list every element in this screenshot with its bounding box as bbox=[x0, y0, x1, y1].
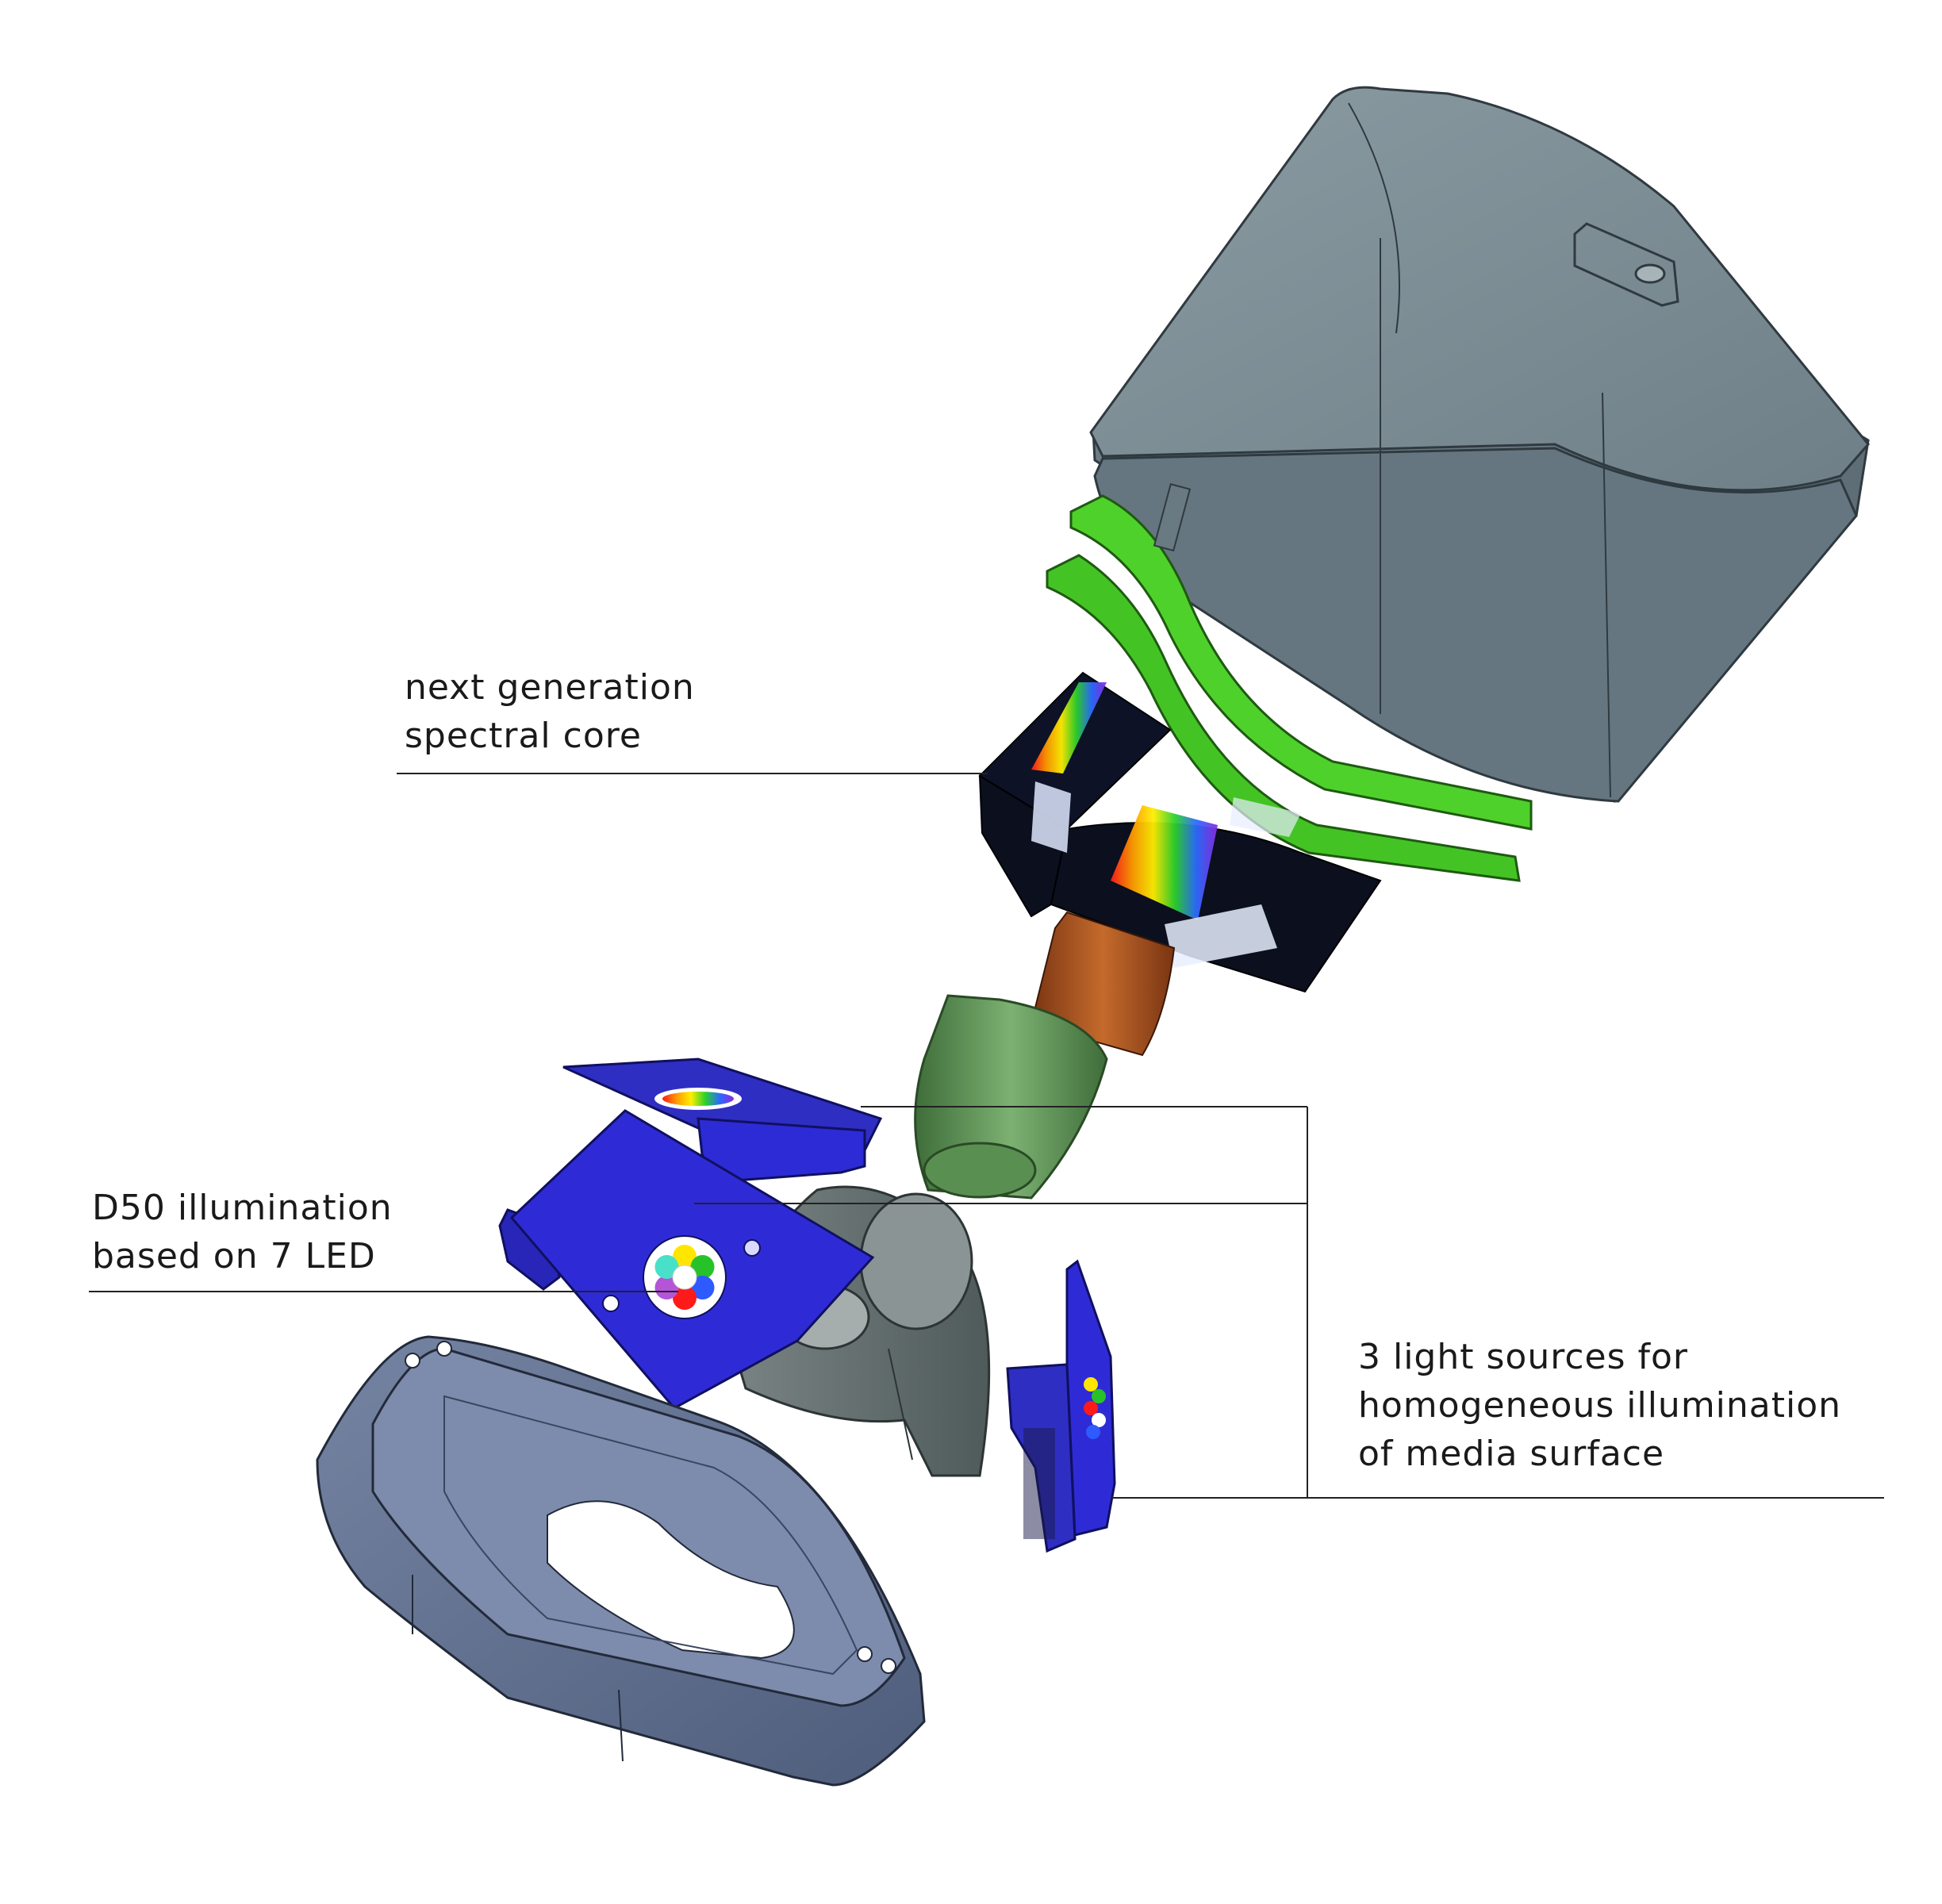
side-board-shadow bbox=[1023, 1428, 1055, 1539]
housing-edge-line bbox=[1348, 102, 1400, 334]
board-screw-hole bbox=[602, 1295, 620, 1312]
base-cutout bbox=[547, 1500, 795, 1660]
brand-logo bbox=[1573, 222, 1679, 307]
led-board-side bbox=[1006, 1259, 1116, 1553]
led-dot-center bbox=[672, 1265, 697, 1290]
prism-spectrum-upper bbox=[1031, 682, 1107, 774]
callout-light-sources-line1: 3 light sources for bbox=[1358, 1337, 1689, 1377]
base-edge bbox=[618, 1689, 624, 1762]
callout-d50-line1: D50 illumination bbox=[92, 1188, 393, 1228]
housing-top-face bbox=[1089, 86, 1870, 492]
led-dot bbox=[690, 1255, 715, 1279]
callout-d50-line2: based on 7 LED bbox=[92, 1236, 376, 1276]
main-housing bbox=[1089, 86, 1870, 803]
led-dot bbox=[673, 1245, 697, 1269]
prism-crystal bbox=[1165, 904, 1277, 968]
led-dot bbox=[690, 1276, 715, 1299]
leader-lines bbox=[89, 773, 1884, 1499]
housing-edge-line bbox=[1602, 392, 1611, 798]
spectral-core-prism bbox=[978, 671, 1382, 993]
base-screw-hole bbox=[436, 1341, 452, 1357]
led-dot bbox=[673, 1286, 697, 1310]
callout-spectral-core: next generation spectral core bbox=[405, 663, 695, 760]
green-board-upper bbox=[1069, 494, 1533, 831]
led-cluster-7 bbox=[654, 1245, 715, 1310]
lens-orange-barrel bbox=[1030, 911, 1176, 1057]
callout-spectral-core-line1: next generation bbox=[405, 667, 695, 708]
callout-spectral-core-line2: spectral core bbox=[405, 716, 642, 756]
base-screw-hole bbox=[405, 1353, 420, 1368]
led-cluster-side bbox=[1084, 1377, 1106, 1439]
board-screw-hole bbox=[743, 1239, 761, 1257]
prism-crystal bbox=[1230, 797, 1301, 837]
led-dot bbox=[654, 1255, 679, 1279]
callout-light-sources-line3: of media surface bbox=[1358, 1434, 1665, 1474]
led-board-top bbox=[562, 1058, 883, 1184]
prism-crystal bbox=[1031, 781, 1071, 853]
cone-edge bbox=[888, 1348, 913, 1461]
base-screw-hole bbox=[857, 1646, 873, 1662]
base-screw-hole bbox=[881, 1658, 896, 1674]
callout-d50: D50 illumination based on 7 LED bbox=[92, 1184, 393, 1280]
base-inner-floor bbox=[443, 1395, 858, 1676]
lens-assembly bbox=[914, 911, 1176, 1200]
base-housing bbox=[316, 1335, 926, 1787]
lens-green-end bbox=[923, 1142, 1037, 1199]
prism-spectrum-lower bbox=[1111, 805, 1218, 920]
led-board-side-plate bbox=[1065, 1259, 1116, 1537]
cone-opening bbox=[859, 1192, 973, 1330]
led-dot bbox=[654, 1276, 679, 1299]
led-cluster-top bbox=[662, 1092, 734, 1106]
led-board-front bbox=[498, 1109, 875, 1410]
led-board-top-block bbox=[697, 1117, 866, 1184]
board-tab bbox=[1153, 483, 1192, 552]
callout-light-sources: 3 light sources for homogeneous illumina… bbox=[1358, 1333, 1841, 1478]
callout-light-sources-line2: homogeneous illumination bbox=[1358, 1385, 1842, 1426]
